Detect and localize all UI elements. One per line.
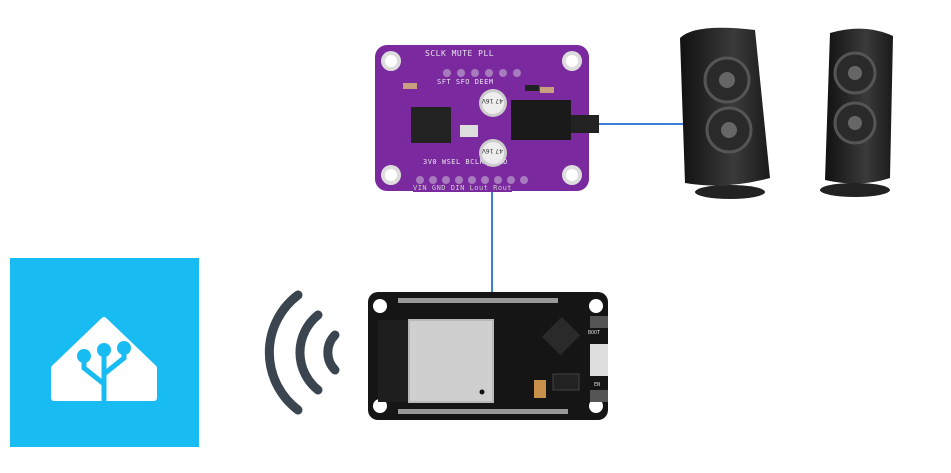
dac-bottom-labels-row2: VIN GND DIN Lout Rout: [413, 184, 513, 192]
boot-button-label: BOOT: [588, 330, 601, 336]
dac-board: 47 16V 47 16V SCLK MUTE PLL SFT SFO DEEM…: [375, 45, 599, 192]
right-speaker: [820, 28, 893, 197]
capacitor-label-top: 47 16V: [481, 97, 503, 104]
dac-bottom-labels-row1: 3V0 WSEL BCLK AGND: [423, 158, 508, 166]
home-icon: [51, 317, 157, 403]
capacitor-label-bottom: 47 16V: [481, 147, 503, 154]
esp32-components: [373, 298, 608, 414]
left-speaker: [680, 27, 770, 199]
dac-top-labels-row2: SFT SFO DEEM: [437, 78, 494, 86]
dac-top-labels-row1: SCLK MUTE PLL: [425, 49, 495, 58]
dac-board-components: [381, 51, 599, 185]
home-assistant-logo: [10, 258, 199, 447]
speaker-icon: [680, 27, 893, 199]
en-button-label: EN: [594, 382, 601, 388]
esp32-board: BOOT EN: [368, 292, 608, 420]
wifi-icon: [264, 290, 340, 415]
